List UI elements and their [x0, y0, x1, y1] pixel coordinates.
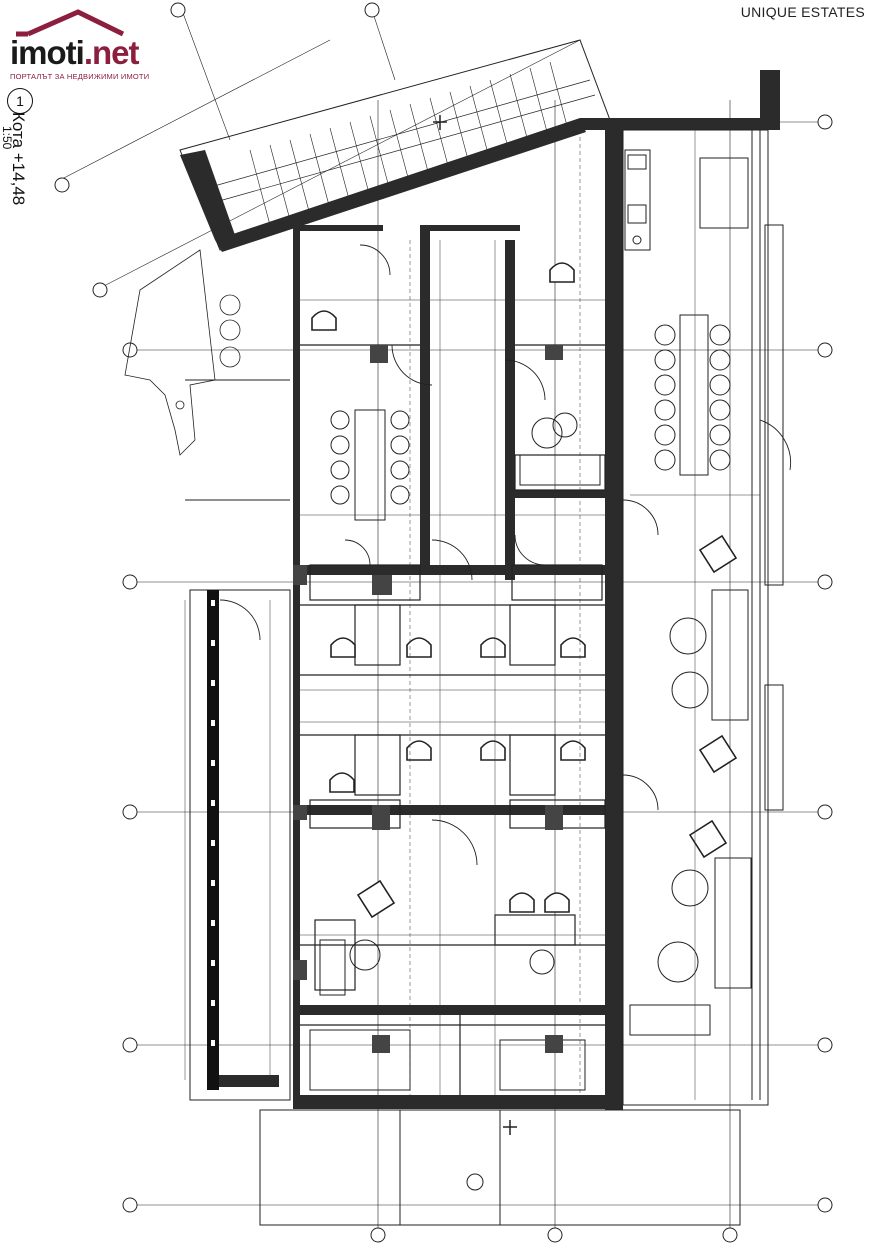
- brand-name: UNIQUE ESTATES: [740, 4, 865, 20]
- imoti-logo[interactable]: imoti.net ПОРТАЛЪТ ЗА НЕДВИЖИМИ ИМОТИ: [8, 8, 178, 88]
- view-number-bubble: 1: [7, 88, 33, 114]
- logo-wordmark: imoti.net: [10, 34, 139, 71]
- house-roof-icon: [16, 9, 125, 37]
- logo-tagline: ПОРТАЛЪТ ЗА НЕДВИЖИМИ ИМОТИ: [10, 72, 150, 81]
- scale-label: 1:50: [0, 126, 14, 150]
